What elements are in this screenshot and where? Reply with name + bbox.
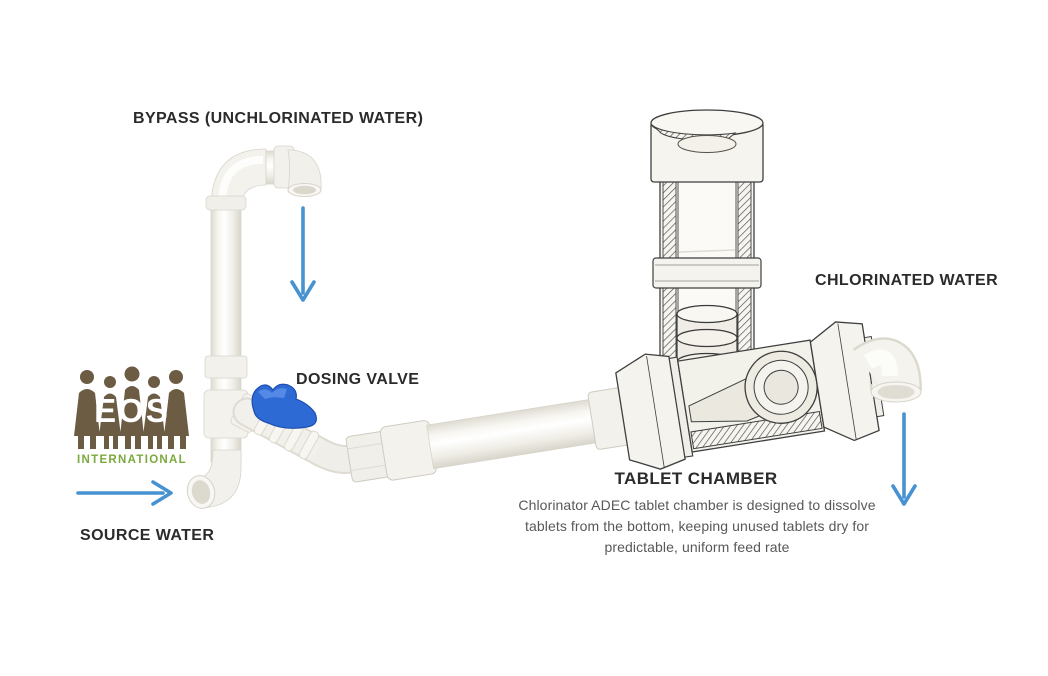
dosing-valve-handle: [251, 383, 317, 429]
chlorinated-water-label: CHLORINATED WATER: [815, 272, 999, 289]
source-water-label: SOURCE WATER: [80, 527, 215, 544]
outlet-elbow: [852, 337, 922, 403]
bypass-flow-arrow-icon: [290, 206, 316, 302]
tablet-chamber-title: TABLET CHAMBER: [614, 469, 778, 488]
bypass-pipe: [186, 145, 322, 509]
chlorinated-flow-arrow-icon: [891, 412, 917, 506]
eos-logo: EOS INTERNATIONAL: [74, 366, 189, 466]
dosing-valve-label: DOSING VALVE: [296, 371, 420, 388]
logo-acronym: EOS: [94, 392, 170, 429]
tablet-chamber-description: Chlorinator ADEC tablet chamber is desig…: [518, 497, 876, 555]
logo-people-figures: [74, 366, 189, 449]
bypass-label: BYPASS (UNCHLORINATED WATER): [133, 110, 424, 127]
logo-subtitle: INTERNATIONAL: [77, 454, 187, 466]
source-flow-arrow-icon: [76, 480, 173, 506]
